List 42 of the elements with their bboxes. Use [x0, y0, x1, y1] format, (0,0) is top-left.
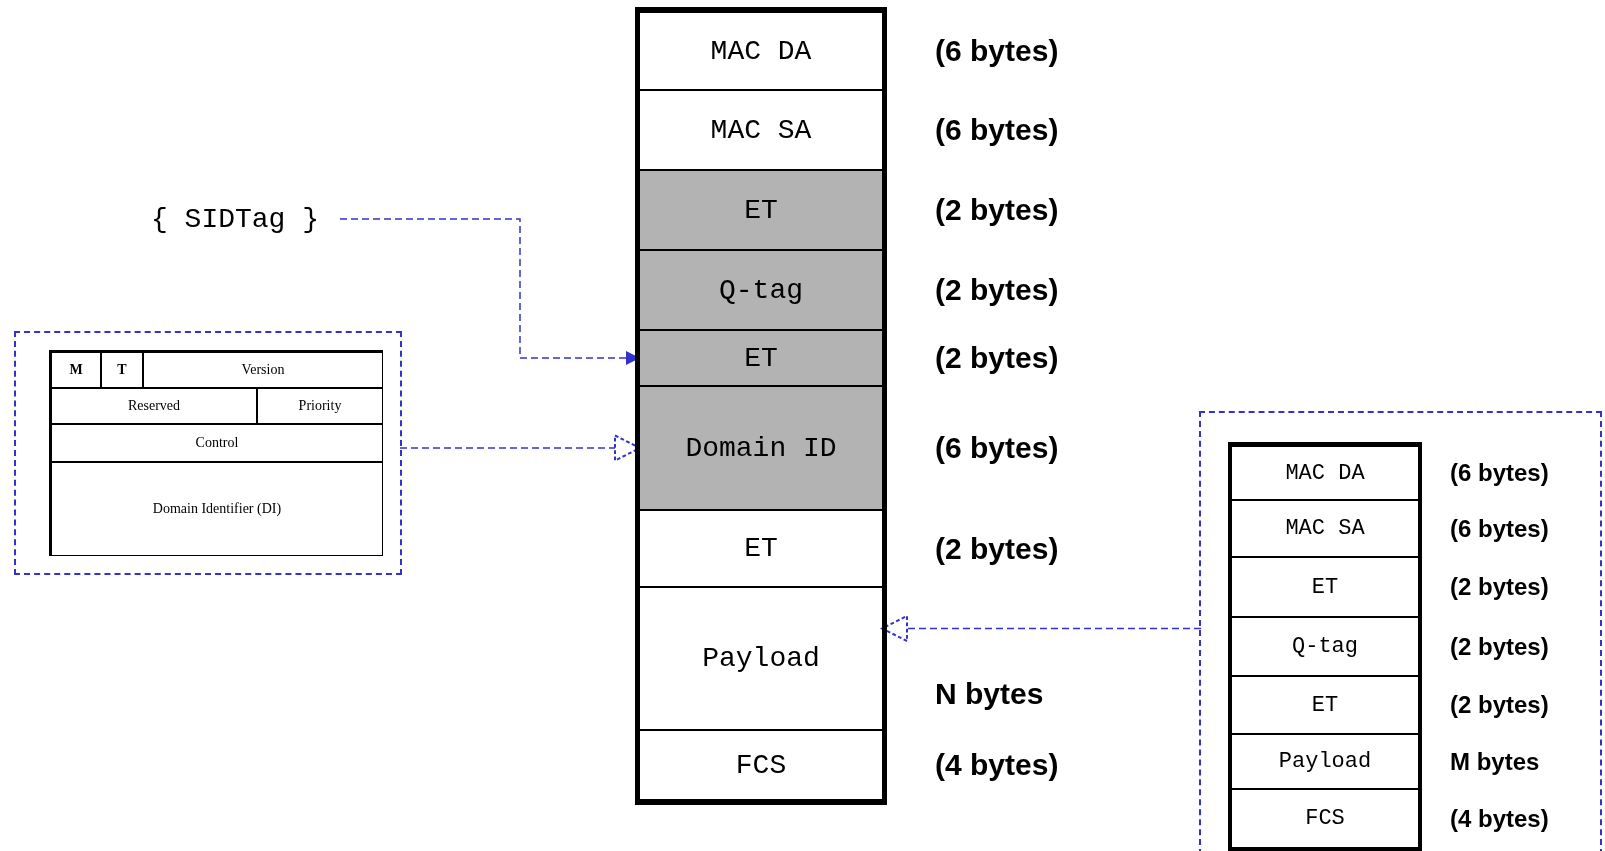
size-label: (6 bytes) — [935, 33, 1059, 69]
size-label: (2 bytes) — [935, 272, 1059, 308]
tag-label: { SIDTag } — [130, 198, 340, 240]
frame-field: ET — [640, 330, 882, 386]
header-field: Reserved — [51, 388, 257, 424]
size-label: M bytes — [1450, 746, 1540, 777]
dashed-outline — [16, 333, 400, 573]
frame-field: Q-tag — [1232, 617, 1418, 676]
size-label: (6 bytes) — [1450, 458, 1549, 488]
size-label: (2 bytes) — [935, 192, 1059, 228]
frame-field: ET — [640, 170, 882, 250]
header-field: T — [101, 352, 143, 388]
frame-field: MAC DA — [640, 12, 882, 90]
frame-field: ET — [1232, 557, 1418, 617]
arrow — [881, 615, 1202, 642]
size-label: (2 bytes) — [1450, 631, 1549, 662]
size-label: (4 bytes) — [1450, 803, 1549, 834]
size-label: (6 bytes) — [1450, 513, 1549, 544]
frame-field: Q-tag — [640, 250, 882, 330]
frame-field: ET — [1232, 676, 1418, 734]
header-field: Version — [143, 352, 383, 388]
frame-field: FCS — [640, 730, 882, 800]
header-field: Priority — [257, 388, 383, 424]
frame-field: MAC DA — [1232, 446, 1418, 500]
frame-field: Domain ID — [640, 386, 882, 510]
header-field: Control — [51, 424, 383, 462]
size-label: (4 bytes) — [935, 747, 1059, 783]
frame-field: ET — [640, 510, 882, 587]
frame-field: Payload — [1232, 734, 1418, 789]
size-label: (2 bytes) — [935, 340, 1059, 376]
frame-field: FCS — [1232, 789, 1418, 848]
header-field: M — [51, 352, 101, 388]
frame-field: Payload — [640, 587, 882, 730]
size-label: (6 bytes) — [935, 430, 1059, 466]
size-label: N bytes — [935, 675, 1044, 712]
size-label: (2 bytes) — [935, 530, 1059, 567]
size-label: (2 bytes) — [1450, 690, 1549, 720]
frame-field: MAC SA — [1232, 500, 1418, 557]
size-label: (2 bytes) — [1450, 572, 1549, 602]
header-field: Domain Identifier (DI) — [51, 462, 383, 556]
size-label: (6 bytes) — [935, 112, 1059, 148]
dashed-outline — [1201, 413, 1600, 851]
